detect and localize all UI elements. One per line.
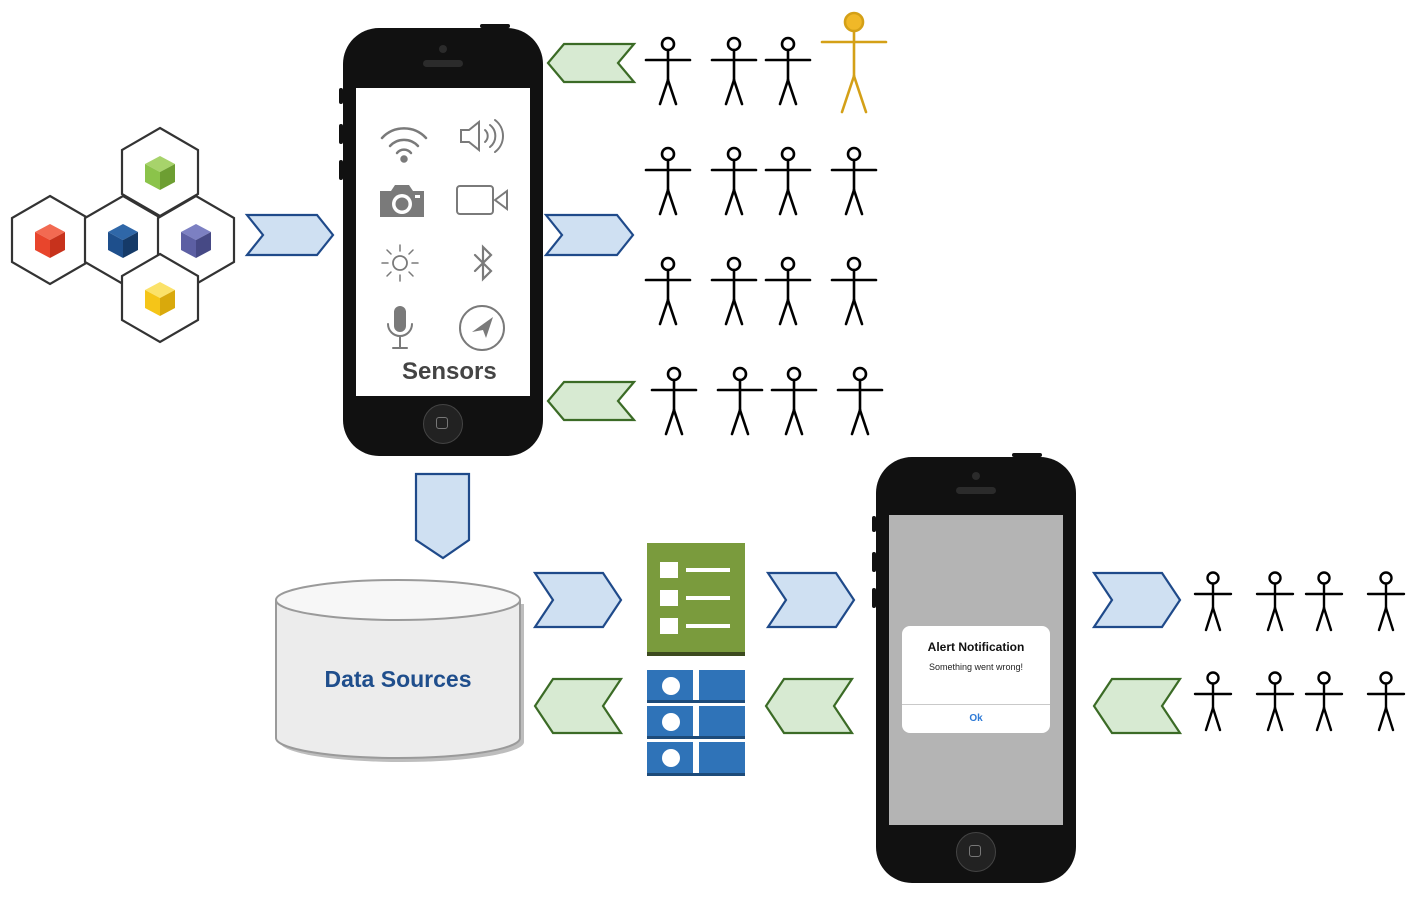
person-icon xyxy=(1366,671,1406,732)
person-icon xyxy=(650,366,698,436)
user-group-row-2 xyxy=(644,146,878,216)
alert-screen: Alert Notification Something went wrong!… xyxy=(889,515,1063,825)
person-icon xyxy=(1193,671,1233,732)
person-icon xyxy=(836,366,884,436)
location-icon xyxy=(459,305,505,351)
person-icon xyxy=(1304,571,1344,632)
arrow-phone-to-datasources xyxy=(414,472,471,560)
phone-side-button xyxy=(339,88,343,104)
sensor-phone: Sensors xyxy=(343,28,543,456)
user-group-alert-row-2 xyxy=(1193,671,1406,732)
phone-side-button xyxy=(872,588,876,608)
alert-title: Alert Notification xyxy=(927,640,1025,654)
component-cube-cluster xyxy=(10,126,236,344)
data-sources-database xyxy=(275,579,524,762)
person-icon xyxy=(716,366,764,436)
alert-divider xyxy=(902,704,1050,705)
phone-camera xyxy=(972,472,980,480)
phone-side-button xyxy=(872,516,876,532)
arrow-grid-to-datasources xyxy=(533,677,624,735)
user-group-row-4 xyxy=(650,366,884,436)
person-icon xyxy=(1304,671,1344,732)
person-icon xyxy=(770,366,818,436)
purple-cube-icon xyxy=(156,194,236,286)
user-group-alert-row-1 xyxy=(1193,571,1406,632)
person-icon xyxy=(644,36,692,106)
arrow-datasources-to-checklist xyxy=(532,571,623,629)
person-icon xyxy=(1193,571,1233,632)
alert-dialog: Alert Notification Something went wrong!… xyxy=(902,626,1050,733)
sensor-icons xyxy=(380,119,508,351)
arrow-users-to-phone-bottom xyxy=(546,380,637,422)
red-cube-icon xyxy=(10,194,90,286)
sensors-label: Sensors xyxy=(402,358,497,385)
brightness-icon xyxy=(381,244,419,282)
arrow-users-to-alertphone xyxy=(1092,677,1183,735)
person-icon xyxy=(764,36,812,106)
phone-side-button xyxy=(339,160,343,180)
person-icon xyxy=(1255,671,1295,732)
arrow-cubes-to-phone xyxy=(244,213,335,257)
person-icon xyxy=(830,256,878,326)
arrow-checklist-to-alertphone xyxy=(765,571,856,629)
phone-side-button xyxy=(872,552,876,572)
home-button xyxy=(956,832,996,872)
phone-speaker xyxy=(423,60,463,67)
user-group-row-1 xyxy=(644,11,888,114)
camera-icon xyxy=(380,185,424,217)
yellow-cube-icon xyxy=(120,252,200,344)
person-icon xyxy=(1255,571,1295,632)
bluetooth-icon xyxy=(473,244,493,282)
phone-speaker xyxy=(956,487,996,494)
phone-top-button xyxy=(1012,453,1042,457)
data-sources-label: Data Sources xyxy=(324,666,472,692)
alert-message: Something went wrong! xyxy=(928,662,1024,672)
arrow-phone-to-users xyxy=(543,213,635,257)
person-icon xyxy=(710,146,758,216)
person-icon xyxy=(764,256,812,326)
person-icon xyxy=(710,36,758,106)
person-icon xyxy=(830,146,878,216)
video-icon xyxy=(456,185,508,215)
person-icon xyxy=(1366,571,1406,632)
phone-camera xyxy=(439,45,447,53)
home-button xyxy=(423,404,463,444)
phone-top-button xyxy=(480,24,510,28)
arrow-alertphone-to-users xyxy=(1091,571,1182,629)
microphone-icon xyxy=(387,306,413,349)
person-icon xyxy=(644,146,692,216)
sensor-screen: Sensors xyxy=(356,88,530,396)
alert-phone: Alert Notification Something went wrong!… xyxy=(876,457,1076,883)
highlighted-person-icon xyxy=(820,11,888,114)
speaker-icon xyxy=(460,119,504,153)
arrow-users-to-phone-top xyxy=(546,42,637,84)
person-icon xyxy=(764,146,812,216)
person-icon xyxy=(644,256,692,326)
arrow-alertphone-to-grid xyxy=(764,677,855,735)
checklist-icon xyxy=(647,543,745,656)
wifi-icon xyxy=(380,127,428,163)
phone-side-button xyxy=(339,124,343,144)
user-group-row-3 xyxy=(644,256,878,326)
person-icon xyxy=(710,256,758,326)
data-grid-icon xyxy=(647,670,745,776)
alert-ok-button[interactable]: Ok xyxy=(969,713,983,724)
